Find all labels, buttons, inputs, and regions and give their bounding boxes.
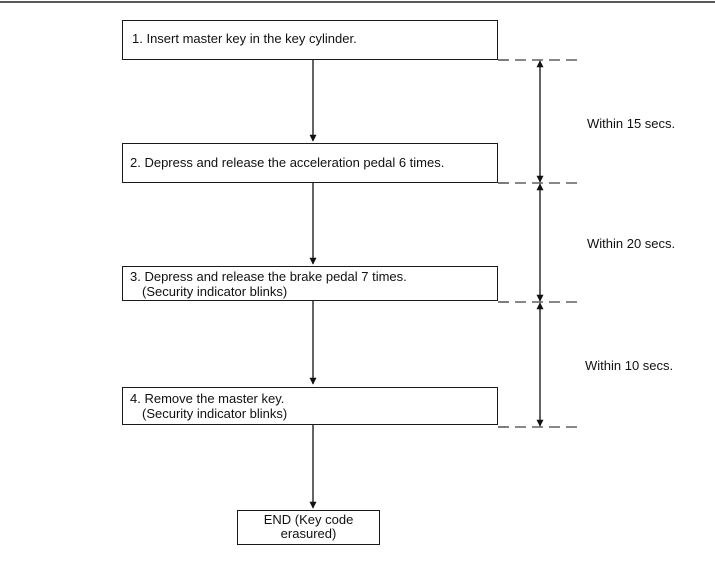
- step-2-box: 2. Depress and release the acceleration …: [122, 143, 498, 183]
- step-3-text: 3. Depress and release the brake pedal 7…: [130, 269, 407, 284]
- timing-label-3: Within 10 secs.: [585, 358, 674, 373]
- step-3-box: 3. Depress and release the brake pedal 7…: [122, 266, 498, 301]
- timing-label-2: Within 20 secs.: [587, 236, 676, 251]
- step-1-text: 1. Insert master key in the key cylinder…: [132, 31, 357, 46]
- step-4-note: (Security indicator blinks): [142, 406, 288, 421]
- end-box: END (Key code erasured): [237, 510, 380, 545]
- step-1-box: 1. Insert master key in the key cylinder…: [122, 20, 498, 60]
- timing-label-1: Within 15 secs.: [587, 116, 676, 131]
- end-title: END: [263, 512, 292, 527]
- step-4-text: 4. Remove the master key.: [130, 391, 285, 406]
- end-note: (Key code erasured): [280, 512, 354, 541]
- step-2-text: 2. Depress and release the acceleration …: [130, 155, 445, 170]
- step-4-box: 4. Remove the master key. (Security indi…: [122, 387, 498, 425]
- step-3-note: (Security indicator blinks): [142, 284, 288, 299]
